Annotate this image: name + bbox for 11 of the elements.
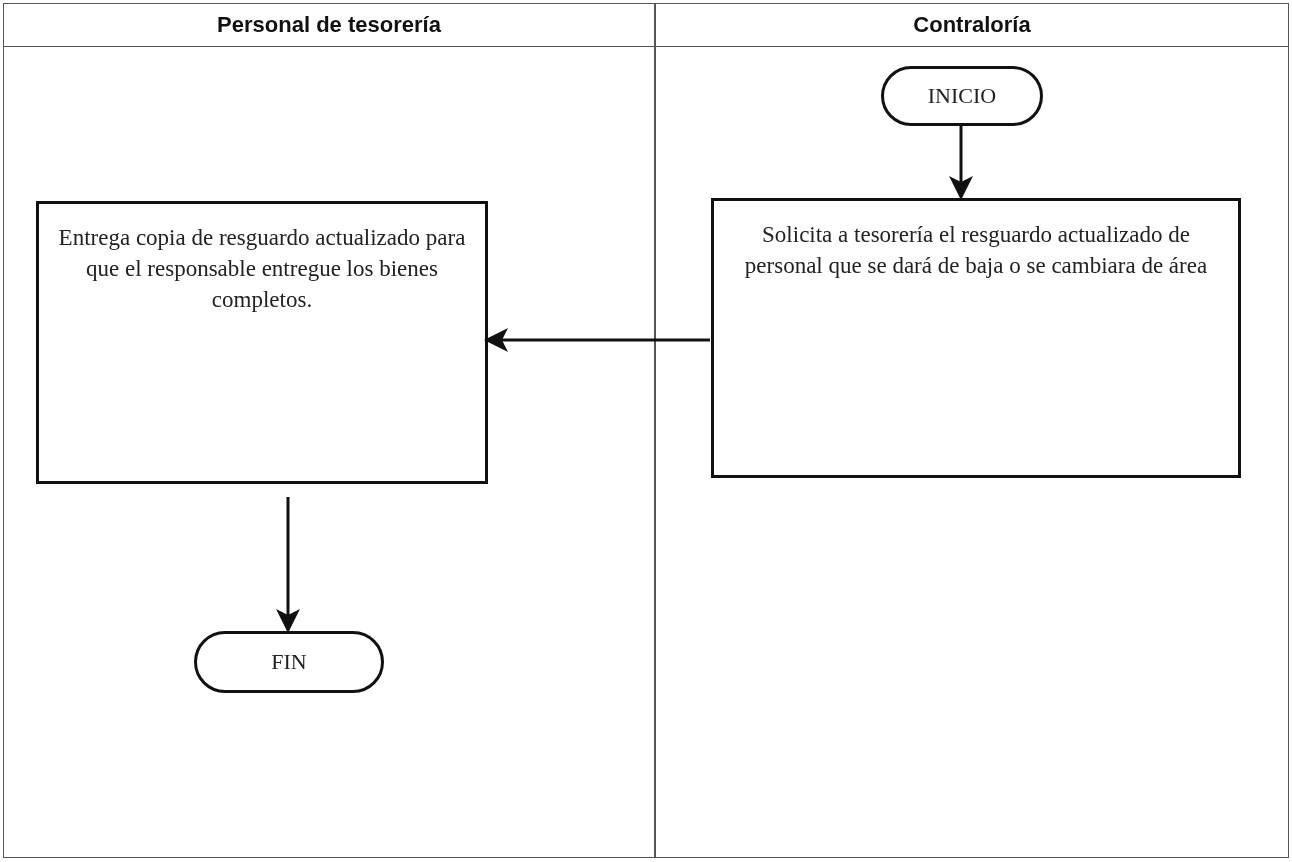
- process-box: Entrega copia de resguardo actualizado para que el responsable entregue los bienes completos.: [36, 201, 488, 484]
- arrow: [949, 125, 973, 200]
- swimlane: [655, 3, 1289, 858]
- lane-header: Personal de tesorería: [4, 4, 654, 47]
- arrow: [484, 328, 710, 352]
- process-box: Solicita a tesorería el resguardo actualizado de personal que se dará de baja o se cambiara de área: [711, 198, 1241, 478]
- swimlane: [3, 3, 655, 858]
- arrow: [276, 497, 300, 633]
- terminal-shape: INICIO: [881, 66, 1043, 126]
- lane-header: Contraloría: [656, 4, 1288, 47]
- terminal-shape: FIN: [194, 631, 384, 693]
